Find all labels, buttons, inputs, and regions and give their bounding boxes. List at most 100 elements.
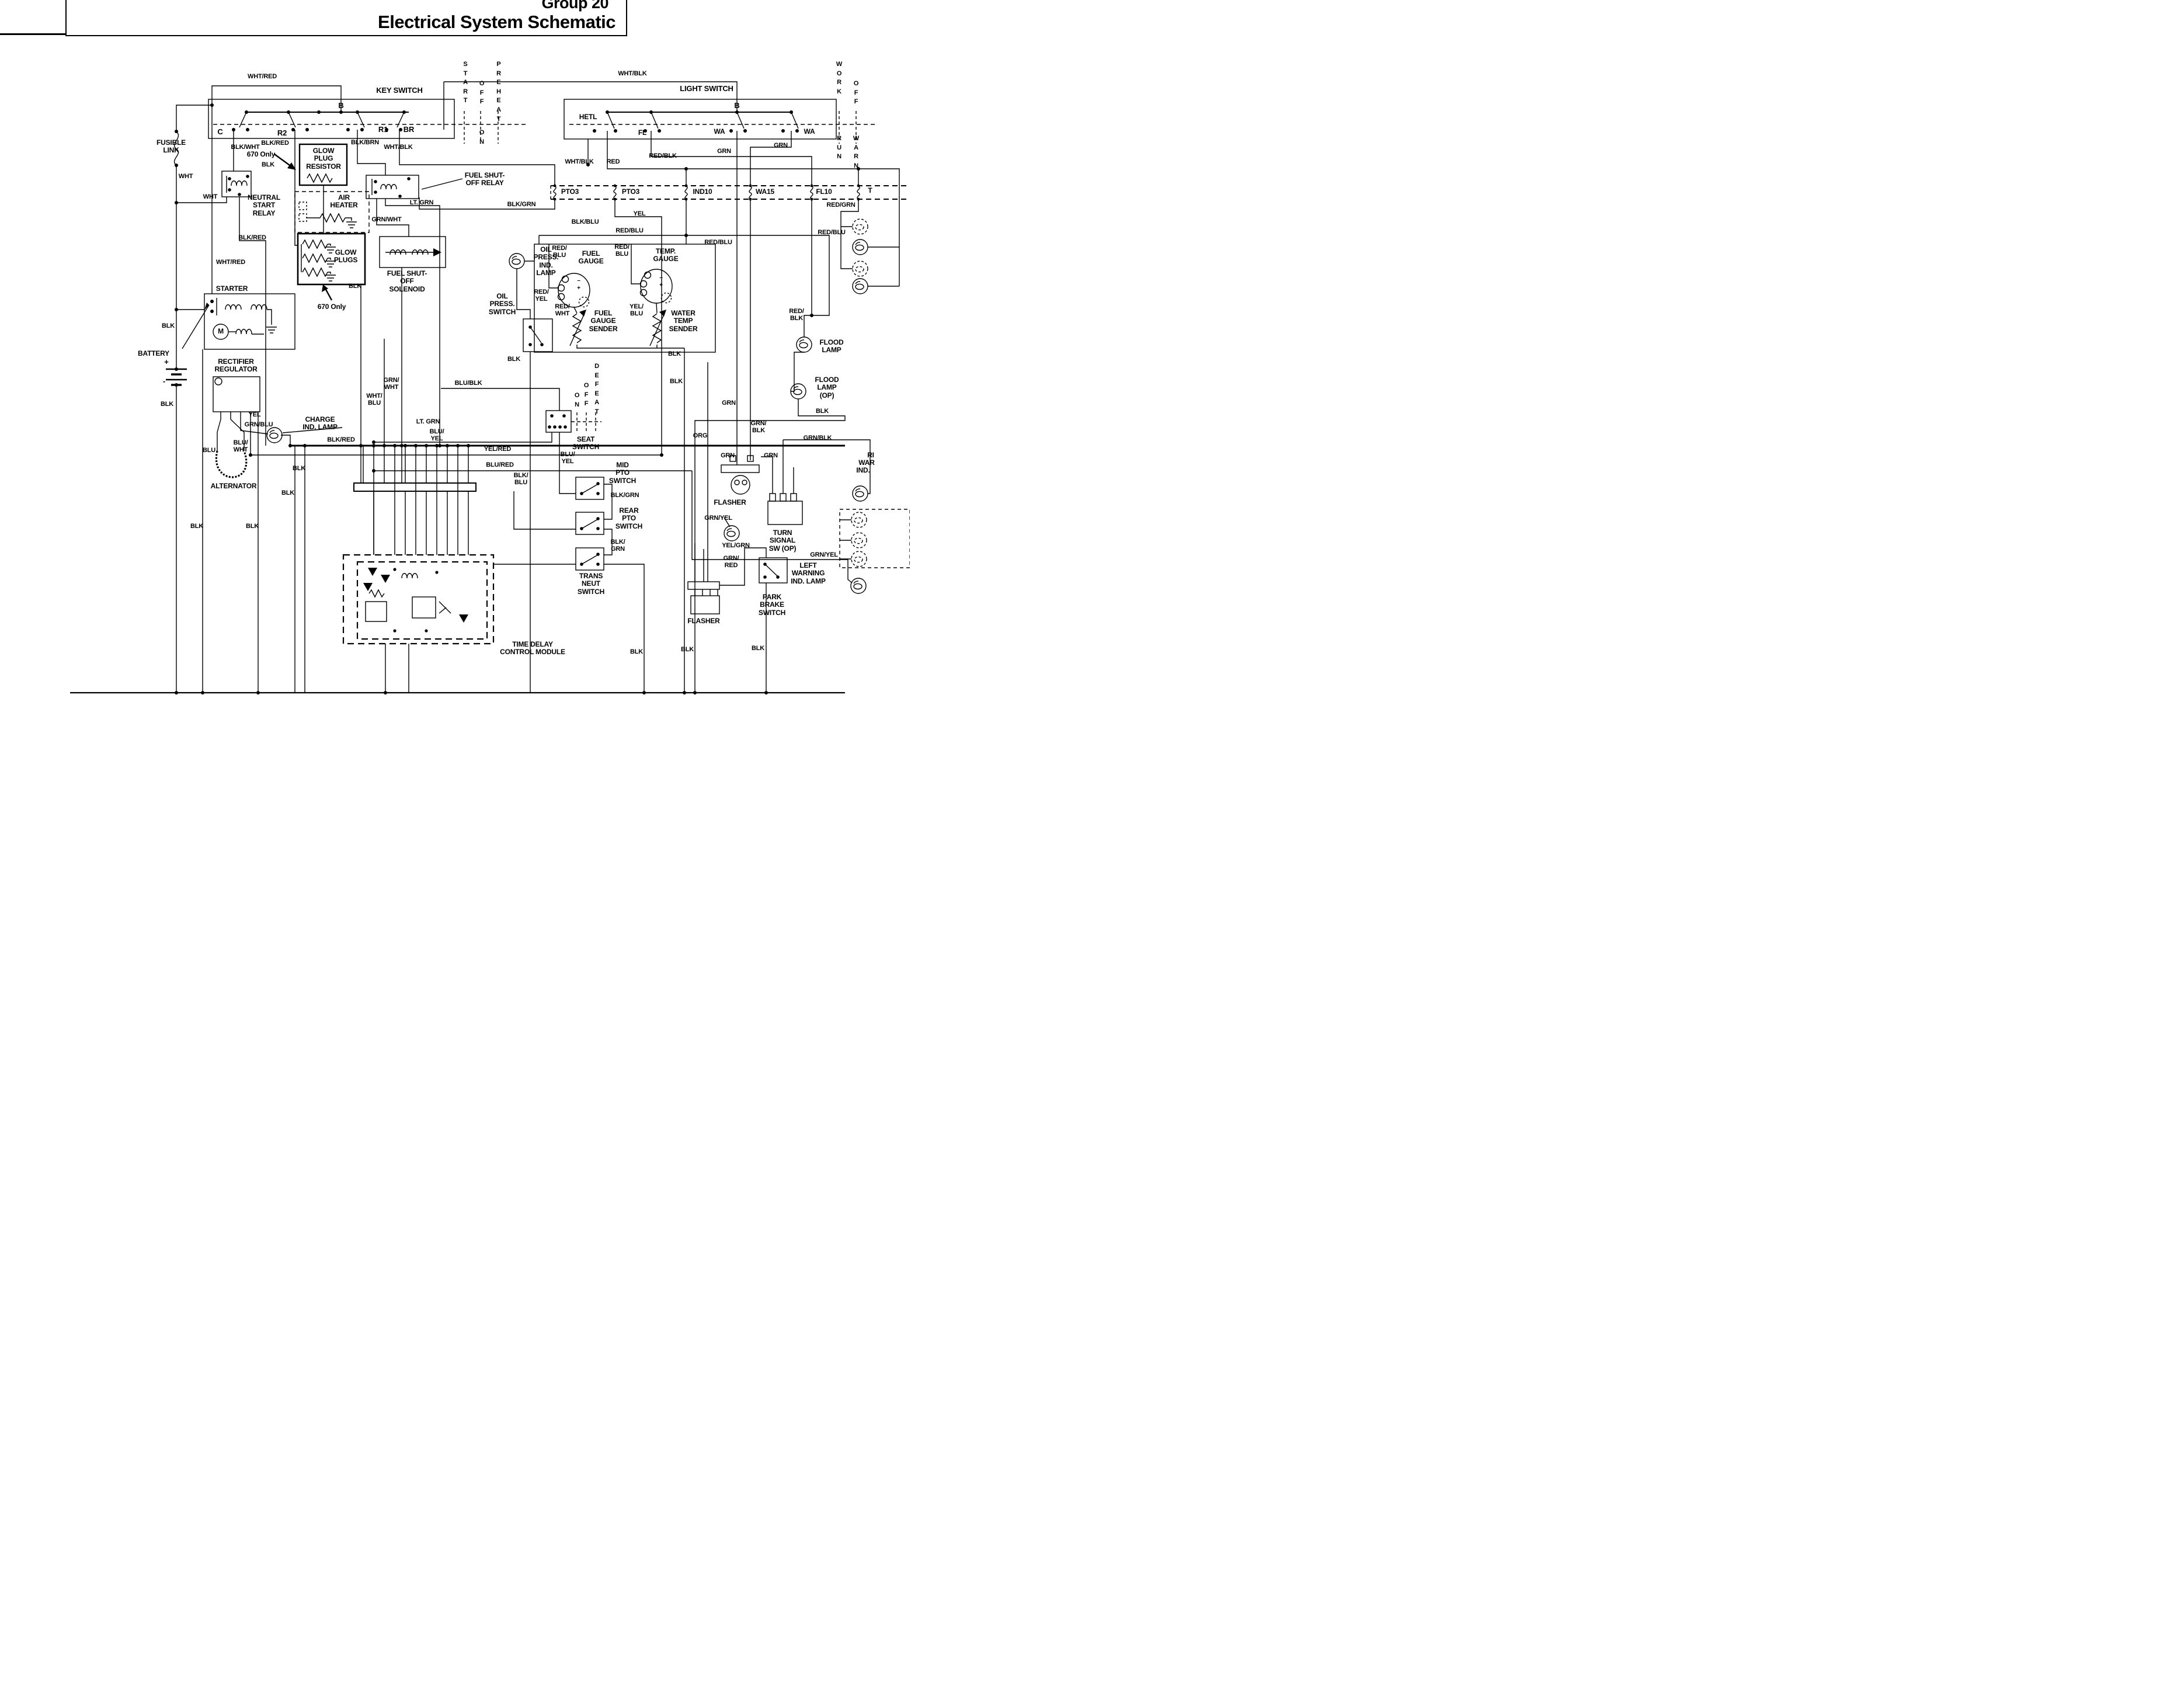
trans-neut-switch-symbol xyxy=(575,547,604,571)
title-box: Group 20 Electrical System Schematic xyxy=(65,0,627,36)
wire-org: ORG xyxy=(693,432,708,439)
wire-blk-4: BLK xyxy=(292,465,306,472)
flood-lamp-icon xyxy=(796,336,812,353)
wire-yel-blu: YEL/ BLU xyxy=(630,303,644,318)
wire-blk-6: BLK xyxy=(190,523,204,530)
wire-yel-2: YEL xyxy=(248,411,261,418)
fuel-shutoff-solenoid-symbol xyxy=(379,236,446,268)
left-warning-lamp-icon xyxy=(850,578,867,594)
right-warning-1: RI xyxy=(867,451,874,459)
wire-runs xyxy=(70,81,900,694)
ks-term-c: C xyxy=(217,127,223,136)
wire-blk-grn-3: BLK/ GRN xyxy=(610,539,625,553)
rectifier-regulator-symbol xyxy=(213,376,260,419)
battery-plus: + xyxy=(164,357,169,366)
park-brake-switch-symbol xyxy=(759,557,788,583)
wire-blu-yel-1: BLU/ YEL xyxy=(429,428,444,443)
wire-blk-14: BLK xyxy=(680,646,694,653)
seat-switch: SEAT SWITCH xyxy=(572,435,600,451)
wire-grn-wht-1: GRN/WHT xyxy=(371,216,402,223)
ks-term-r1: R1 xyxy=(378,125,388,134)
fusible-link: FUSIBLE LINK xyxy=(157,138,186,155)
wire-blu-red: BLU/RED xyxy=(486,461,514,468)
wire-grn-blu: GRN/BLU xyxy=(244,421,273,428)
time-delay-control-module xyxy=(342,554,495,645)
right-warning-lamp-icon xyxy=(852,485,868,502)
wire-blu-wht: BLU/ WHT xyxy=(233,439,248,454)
key-switch-title: KEY SWITCH xyxy=(376,86,423,95)
glow-plugs: GLOW PLUGS xyxy=(333,248,358,265)
note-670-only-1: 670 Only xyxy=(246,150,276,158)
seat-pos-off: O F F xyxy=(583,382,589,408)
seat-pos-defeat: D E F E A T xyxy=(594,363,599,416)
flasher-2-symbol xyxy=(687,543,720,614)
wire-red-blu-4: RED/ BLU xyxy=(552,245,567,259)
connector-wa15-icon xyxy=(748,183,753,202)
junction-dots xyxy=(175,103,860,694)
alternator-title: ALTERNATOR xyxy=(210,482,257,490)
wire-blk-9: BLK xyxy=(507,356,521,363)
connector-band xyxy=(550,183,910,202)
air-heater: AIR HEATER xyxy=(330,193,358,210)
wire-wht-blk-ls: WHT/BLK xyxy=(618,70,647,77)
glow-plug-resistor: GLOW PLUG RESISTOR xyxy=(306,147,341,171)
glow-plugs-symbol xyxy=(297,232,366,301)
connector-fl10-icon xyxy=(809,183,814,202)
wire-blk-5: BLK xyxy=(281,489,295,496)
connector-t-icon xyxy=(856,183,861,202)
starter-m: M xyxy=(218,327,224,335)
battery-title: BATTERY xyxy=(138,349,169,357)
charge-ind-lamp: CHARGE IND. LAMP xyxy=(302,415,338,432)
water-temp-sender: WATER TEMP SENDER xyxy=(669,309,698,333)
wire-red-blu-5: RED/ BLU xyxy=(614,244,630,258)
oil-press-lamp-icon xyxy=(509,253,525,269)
wire-blu-1: BLU xyxy=(202,447,216,454)
right-warning-3: IND. xyxy=(856,466,870,474)
mid-pto-switch-symbol xyxy=(575,477,604,500)
wire-red-grn: RED/GRN xyxy=(826,202,855,209)
conn-pto3-2: PTO3 xyxy=(621,187,640,196)
ls-pos-work: W O R K xyxy=(836,61,843,95)
wire-blu-blk: BLU/BLK xyxy=(454,380,482,387)
ls-term-fl: FL xyxy=(638,128,647,137)
connector-pto3-1-icon xyxy=(552,183,557,202)
wire-blk-wht: BLK/WHT xyxy=(231,144,260,151)
warning-lamp-op-icon xyxy=(851,551,867,567)
light-switch-title: LIGHT SWITCH xyxy=(680,84,733,93)
rear-pto-switch: REAR PTO SWITCH xyxy=(615,506,643,530)
wire-grn-2: GRN xyxy=(721,452,735,459)
gauge-cluster xyxy=(509,244,716,693)
oil-press-switch: OIL PRESS. SWITCH xyxy=(488,292,516,316)
warning-lamp-op-icon xyxy=(851,532,867,548)
ks-term-r2: R2 xyxy=(277,128,287,137)
flasher-2: FLASHER xyxy=(687,617,720,625)
ls-pos-run: R U N xyxy=(837,135,841,161)
wire-yel-grn: YEL/GRN xyxy=(722,542,750,549)
wire-grn-ls2: GRN xyxy=(774,142,788,149)
wire-red-blk-ls: RED/BLK xyxy=(649,152,677,159)
wire-blk-670: BLK xyxy=(261,161,275,168)
conn-t: T xyxy=(868,186,872,194)
oil-press-switch-symbol xyxy=(523,318,553,352)
wire-blk-15: BLK xyxy=(751,645,765,652)
fuel-gauge: FUEL GAUGE xyxy=(578,249,604,266)
wire-grn-ls1: GRN xyxy=(717,148,731,155)
fuel-gauge-sender: FUEL GAUGE SENDER xyxy=(589,309,618,333)
conn-fl10: FL10 xyxy=(816,187,832,196)
wire-grn-yel-2: GRN/YEL xyxy=(810,551,838,558)
wire-wht-1: WHT xyxy=(178,173,193,180)
connector-ind10-icon xyxy=(684,183,688,202)
ls-pos-off: O F F xyxy=(853,80,859,106)
wire-lt-grn-1: LT. GRN xyxy=(409,199,434,206)
wire-grn-3: GRN xyxy=(764,452,778,459)
warning-lamp-op-icon xyxy=(851,512,867,528)
wire-blk-brn: BLK/BRN xyxy=(350,139,380,146)
ls-pos-warn: W A R N xyxy=(853,135,860,169)
wire-blk-grn-2: BLK/GRN xyxy=(610,492,639,499)
water-temp-sender-icon xyxy=(652,313,662,343)
wire-red-yel: RED/ YEL xyxy=(534,289,549,303)
seat-switch-symbol xyxy=(545,410,601,433)
mid-pto-switch: MID PTO SWITCH xyxy=(608,461,637,485)
park-brake-switch: PARK BRAKE SWITCH xyxy=(758,593,786,617)
ks-pos-preheat: P R E H E A T xyxy=(496,61,501,123)
